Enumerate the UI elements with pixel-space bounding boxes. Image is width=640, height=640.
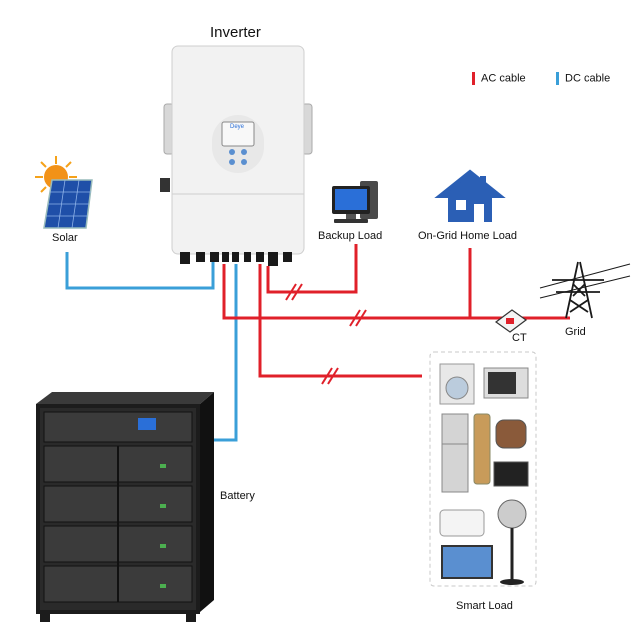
solar-panel-icon: [43, 179, 93, 229]
microwave-oven-icon: [483, 367, 529, 399]
smart-load-panel: [429, 351, 537, 587]
inverter-screen: [221, 121, 255, 147]
smart-load-ac-cable: [258, 264, 422, 378]
legend-label: AC cable: [481, 72, 526, 85]
ct-clamp-icon: [494, 309, 528, 333]
inverter-unit: [160, 45, 313, 266]
solar-dc-cable: [65, 252, 215, 290]
grid-label: Grid: [565, 326, 586, 338]
backup-load-label: Backup Load: [318, 230, 383, 242]
air-conditioner-icon: [439, 509, 485, 537]
television-icon: [441, 545, 493, 579]
washing-machine-icon: [439, 363, 475, 405]
house-icon: [434, 169, 506, 222]
legend-item: DC cable: [556, 72, 610, 85]
water-heater-icon: [473, 413, 491, 485]
battery-rack-icon: [36, 392, 214, 622]
legend-label: DC cable: [565, 72, 611, 85]
ac-cables: [222, 244, 570, 378]
inverter-ports: [180, 252, 292, 266]
electric-fan-icon: [497, 499, 527, 585]
dc-cables: [65, 252, 238, 442]
transmission-tower-icon: [539, 261, 631, 319]
dc-cable-swatch: [556, 72, 559, 85]
inverter-label: Inverter: [210, 24, 261, 41]
battery-display: [138, 418, 156, 430]
backup-load-ac-cable: [266, 244, 358, 294]
desktop-computer-icon: [332, 181, 378, 223]
refrigerator-icon: [441, 413, 469, 493]
ct-label: CT: [512, 332, 527, 344]
legend-item: AC cable: [472, 72, 526, 85]
battery-label: Battery: [220, 490, 255, 502]
tv-oven-icon: [493, 461, 529, 487]
inverter-logo: Deye: [230, 124, 245, 130]
grid-ac-cable: [222, 264, 570, 320]
rice-cooker-icon: [495, 419, 527, 449]
solar-label: Solar: [52, 232, 78, 244]
on-grid-home-load-label: On-Grid Home Load: [418, 230, 518, 242]
ac-cable-swatch: [472, 72, 475, 85]
battery-dc-cable: [210, 264, 238, 442]
smart-load-label: Smart Load: [456, 600, 513, 612]
cable-hash-marks: [285, 283, 367, 385]
